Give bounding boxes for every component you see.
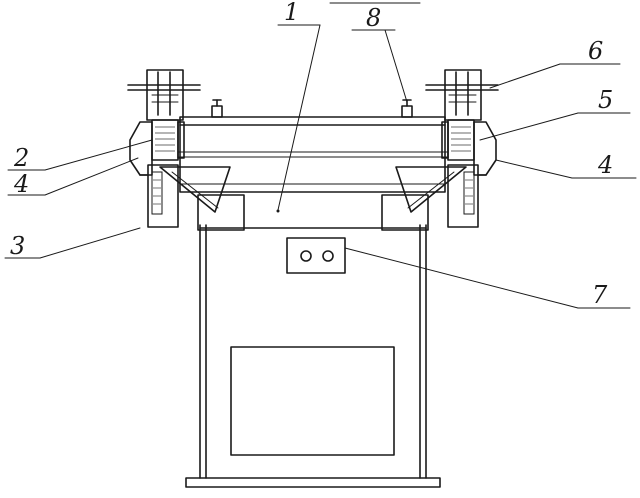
leader-lines [4,24,637,309]
label-7: 7 [592,281,608,309]
label-4-right: 4 [597,151,613,179]
drum [177,116,448,193]
label-6: 6 [588,37,603,65]
left-bearing-assembly [127,69,245,231]
right-bearing-assembly [381,69,499,231]
top-fitting-left [211,99,223,118]
label-2: 2 [13,144,29,172]
door-panel [230,346,395,456]
label-1: 1 [284,0,299,26]
label-4-left: 4 [13,170,29,198]
label-3: 3 [10,232,25,260]
stand-frame [199,224,427,479]
top-fitting-right [401,99,413,118]
base-plate [185,477,441,488]
control-box [286,237,346,274]
label-8: 8 [366,4,381,32]
label-5: 5 [598,86,613,114]
